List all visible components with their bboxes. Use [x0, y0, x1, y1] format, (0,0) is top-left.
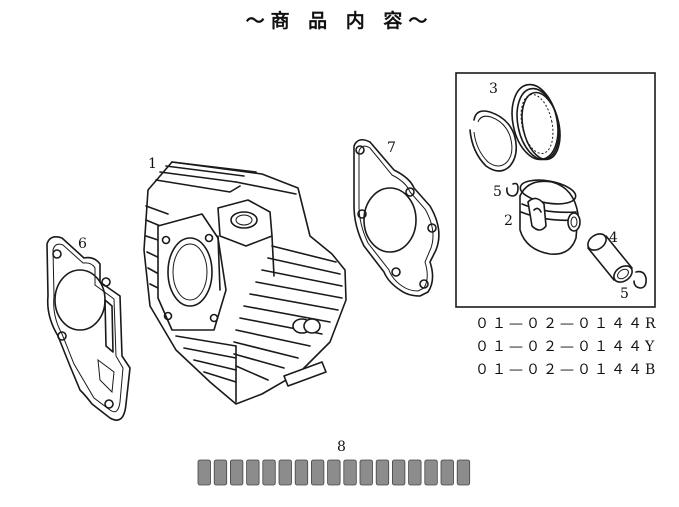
cylinder-1: [143, 161, 347, 405]
spacer-piece: [197, 459, 211, 486]
spacer-piece: [229, 459, 244, 486]
head-gasket-7: [353, 138, 440, 297]
page-title: 〜商 品 内 容〜: [245, 10, 434, 32]
spacer-piece: [391, 459, 406, 486]
piston-pin-clip-5-left: [506, 182, 519, 197]
part-number-y: ０１—０２—０１４４Y: [475, 339, 658, 355]
callout-cylinder: 1: [148, 156, 157, 172]
callout-head-gasket: 7: [387, 140, 396, 156]
callout-piston: 2: [504, 213, 513, 229]
callout-clip-right: 5: [620, 286, 629, 302]
callout-spacers: 8: [337, 439, 346, 455]
spacer-piece: [375, 459, 390, 486]
spacer-piece: [294, 459, 309, 486]
spacer-piece: [424, 459, 438, 486]
base-gasket-6: [46, 236, 131, 421]
spacer-piece: [359, 459, 373, 486]
spacer-piece: [327, 459, 341, 486]
spacer-piece: [246, 459, 260, 486]
spacer-piece: [440, 459, 454, 486]
part-number-r: ０１—０２—０１４４R: [475, 316, 659, 332]
spacer-piece: [408, 459, 422, 486]
callout-rings: 3: [489, 81, 498, 97]
spacer-piece: [310, 459, 325, 486]
spacer-piece: [262, 459, 276, 486]
spacer-piece: [278, 459, 292, 486]
piston-2: [519, 179, 581, 255]
callout-pin: 4: [609, 230, 618, 246]
callout-clip-left: 5: [493, 184, 502, 200]
spacer-piece: [456, 459, 471, 486]
spacer-piece: [343, 459, 357, 486]
piston-pin-4: [587, 233, 633, 283]
callout-base-gasket: 6: [78, 236, 87, 252]
piston-rings-3: [469, 83, 561, 172]
piston-pin-clip-5-right: [633, 270, 647, 289]
spacer-piece: [213, 459, 228, 486]
part-number-b: ０１—０２—０１４４B: [475, 362, 659, 378]
piston-kit-box: [455, 72, 656, 308]
spacer-strip-8: [197, 459, 471, 486]
part-number-list: ０１—０２—０１４４R ０１—０２—０１４４Y ０１—０２—０１４４B: [475, 313, 659, 382]
